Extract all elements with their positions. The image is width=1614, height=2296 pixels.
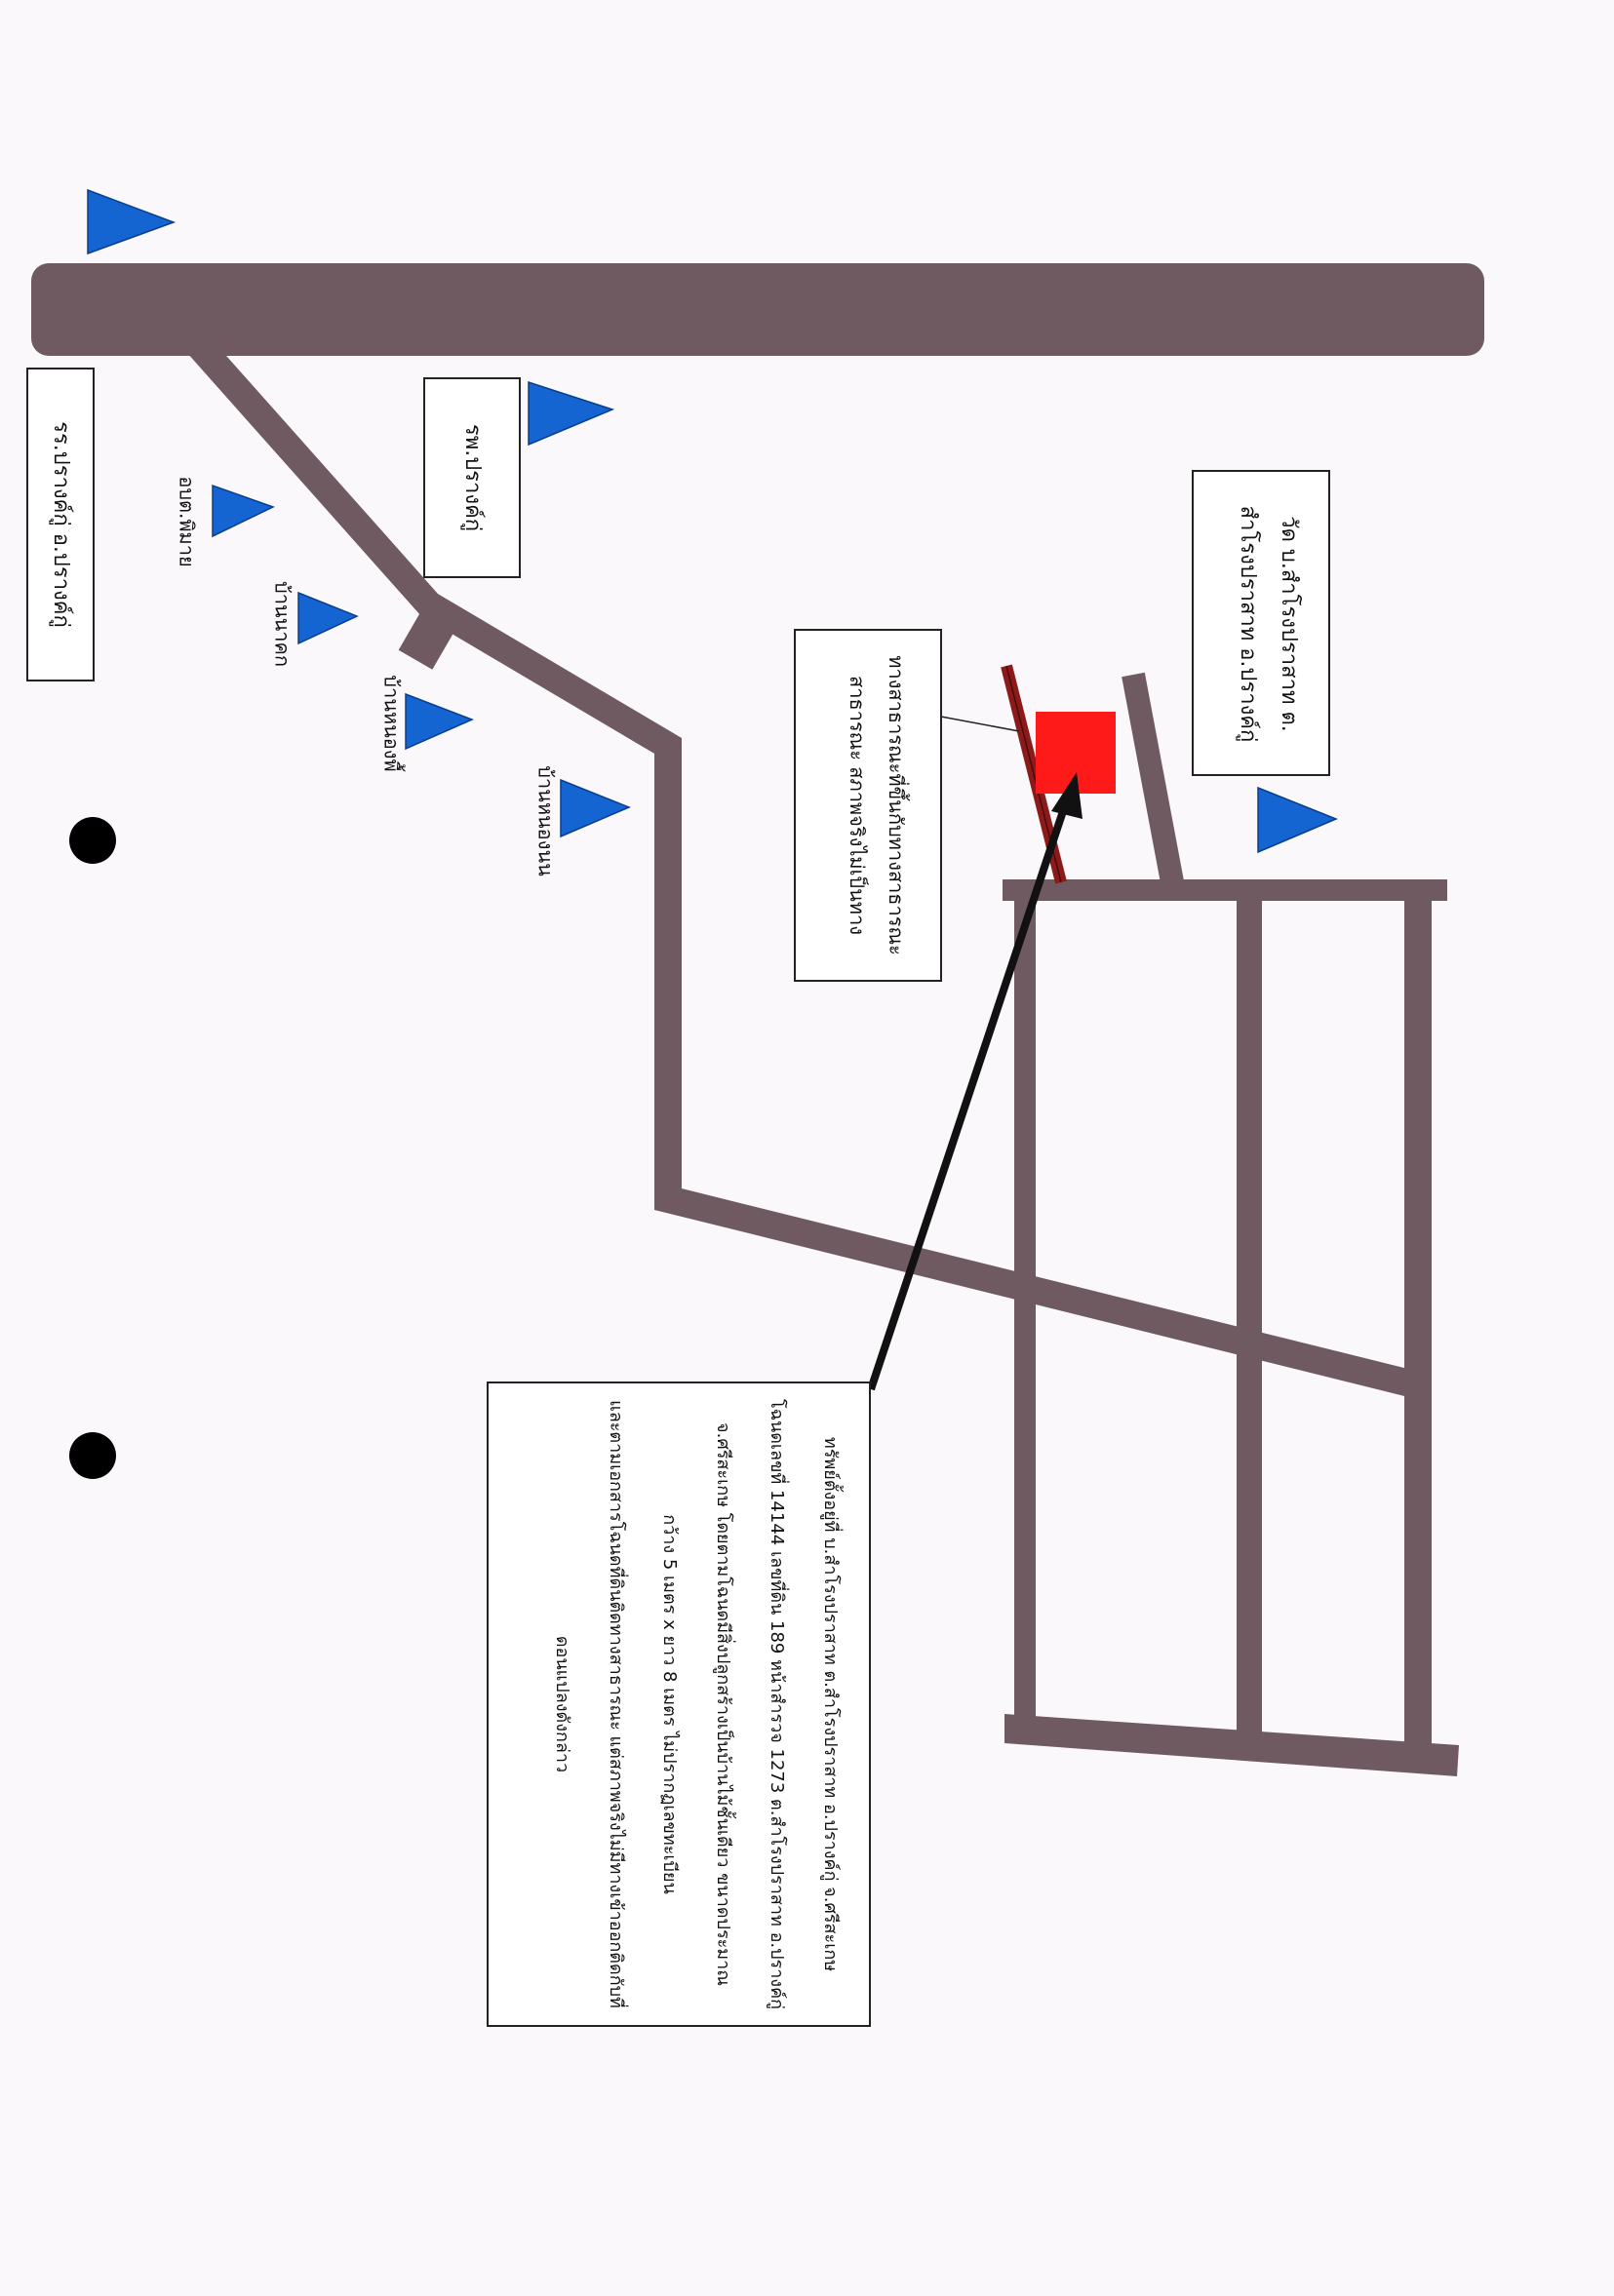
property-desc-line-5: และตามเอกสารโฉนดที่ดินติดทางสาธารณะ แต่ส… [606,1400,629,2008]
landmark-triangle-icon [297,591,359,645]
property-desc-line-1: ทรัพย์ตั้งอยู่ที่ บ.สำโรงปราสาท ต.สำโรงป… [820,1437,844,1971]
property-desc-line-6: ดอนแปลงดังกล่าว [552,1636,572,1772]
landmark-triangle-icon [212,484,275,538]
grid-left-road [1014,892,1036,1740]
label-box-school [26,368,95,681]
property-desc-line-4: กว้าง 5 เมตร x ยาว 8 เมตร ไม่ปรากฏเลขทะเ… [659,1514,681,1894]
binder-hole [69,817,116,864]
label-box-wat [1192,470,1330,776]
label-ban-nakok: บ้านนาคก [271,581,295,667]
landmark-triangle-icon [560,778,631,838]
path-note-leader [940,716,1020,732]
grid-top-road [1003,879,1447,901]
label-hospital: รพ.ปรางค์กู่ [460,424,485,531]
landmark-triangle-icon [87,188,177,255]
label-school: รร.ปรางค์กู่ อ.ปรางค์กู่ [49,421,73,628]
grid-mid-road [1237,892,1262,1740]
label-wat-line-2: สำโรงปราสาท อ.ปรางค์กู่ [1236,506,1261,743]
label-box-path-note [794,629,942,982]
binder-hole [69,1432,116,1479]
landmark-triangle-icon [405,692,474,751]
pointer-arrow-shaft [867,798,1071,1391]
label-ban-nongphue: บ้านหนองพื้ [380,675,406,772]
label-path-note-line-1: ทางสาธารณะที่ขึ้นกับทางสาธารณะ [885,655,910,955]
main-highway [31,263,1484,356]
label-box-property [487,1381,871,2027]
grid-bottom-road [1004,1714,1459,1776]
property-desc-line-2: โฉนดเลขที่ 14144 เลขที่ดิน 189 หน้าสำรวจ… [767,1399,790,2009]
label-wat-line-1: วัด บ.สำโรงปราสาท ต. [1277,516,1302,731]
road-junction-stub [398,609,456,670]
label-obt-phimai: อบต.พิมาย [176,476,199,566]
grid-right-road [1404,892,1432,1755]
branch-road-wat [1122,672,1185,890]
landmark-triangle-icon [528,380,615,447]
property-desc-line-3: จ.ศรีสะเกษ โดยตามโฉนดมีสิ่งปลูกสร้างเป็น… [713,1422,736,1986]
label-box-hospital [423,377,521,578]
pointer-arrow-head [1051,772,1083,819]
label-path-note-line-2: สาธารณะ สภาพจริงไม่เป็นทาง [846,676,870,935]
landmark-triangle-icon [1257,786,1338,854]
label-ban-nongnon: บ้านหนองนน [534,765,558,876]
